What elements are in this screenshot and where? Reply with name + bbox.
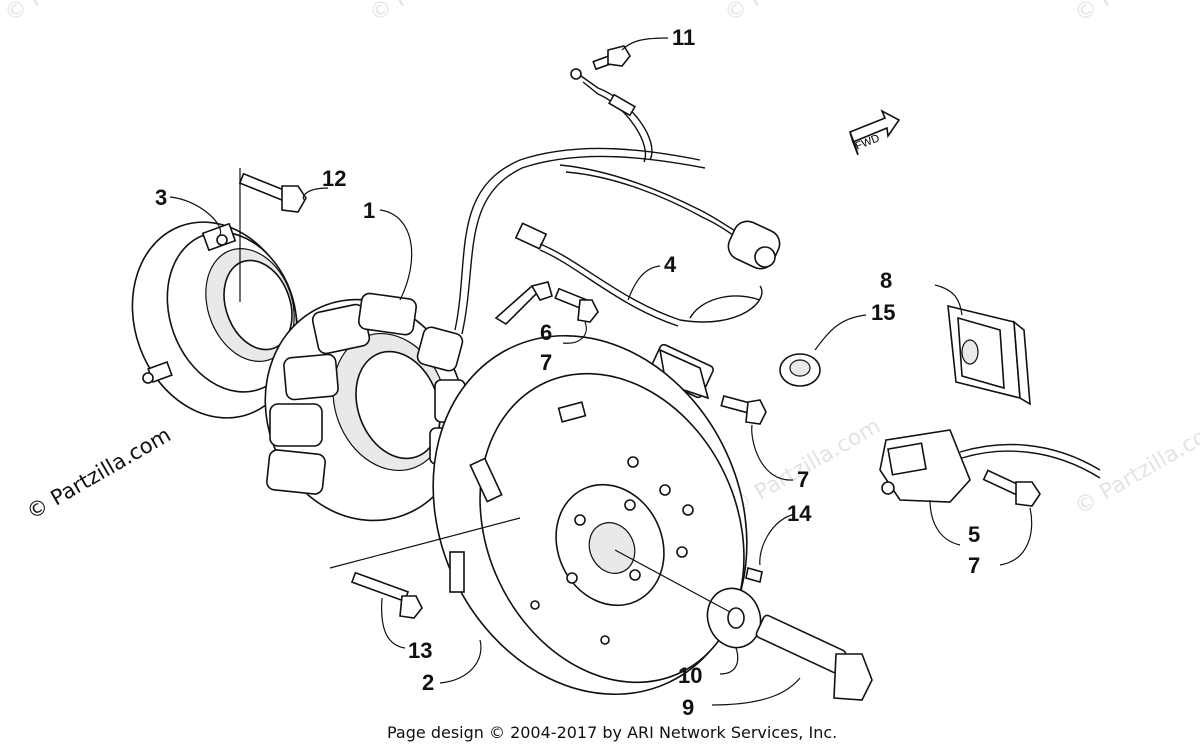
leader-lines bbox=[169, 37, 1033, 706]
callout-11: 11 bbox=[672, 25, 695, 50]
watermark-text: © Partzilla.com bbox=[1071, 414, 1200, 521]
callout-numbers: 3 1 12 11 4 6 7 7 8 15 5 7 14 10 9 13 2 bbox=[155, 25, 980, 720]
part-7-bolt-a bbox=[554, 287, 599, 323]
callout-9: 9 bbox=[682, 695, 694, 720]
callout-10: 10 bbox=[678, 663, 702, 688]
callout-1: 1 bbox=[363, 198, 375, 223]
callout-14: 14 bbox=[787, 501, 812, 526]
footer-credit: Page design © 2004-2017 by ARI Network S… bbox=[387, 723, 837, 742]
partzilla-watermark: © Partzilla.com bbox=[23, 423, 175, 525]
part-2-flywheel bbox=[432, 334, 748, 696]
part-11-bolt bbox=[592, 45, 631, 71]
callout-7b: 7 bbox=[797, 467, 809, 492]
part-8-regulator bbox=[947, 304, 1031, 406]
callout-6: 6 bbox=[540, 320, 552, 345]
callout-4: 4 bbox=[664, 252, 677, 277]
part-10-washer bbox=[706, 587, 762, 649]
watermark-text: © Partzilla.com bbox=[1071, 0, 1200, 27]
forward-direction-arrow: FWD bbox=[849, 109, 901, 156]
callout-15: 15 bbox=[871, 300, 895, 325]
callout-2: 2 bbox=[422, 670, 434, 695]
part-1-stator bbox=[264, 292, 466, 522]
watermark-text: © Partzilla.com bbox=[721, 0, 881, 27]
callout-13: 13 bbox=[408, 638, 432, 663]
part-15-grommet bbox=[779, 353, 821, 387]
watermark-text: © Partzilla.com bbox=[366, 0, 526, 27]
part-14-key bbox=[745, 566, 763, 584]
part-9-bolt bbox=[755, 614, 873, 701]
part-3-housing bbox=[131, 221, 299, 419]
callout-5: 5 bbox=[968, 522, 980, 547]
part-6-bracket bbox=[494, 281, 553, 326]
callout-3: 3 bbox=[155, 185, 167, 210]
stator-wire-harness bbox=[454, 147, 781, 335]
callout-7c: 7 bbox=[968, 553, 980, 578]
part-5-ignition-coil bbox=[879, 429, 1101, 503]
part-7-bolt-c bbox=[982, 469, 1041, 507]
part-12-bolt bbox=[238, 172, 307, 213]
callout-8: 8 bbox=[880, 268, 892, 293]
ground-wire bbox=[570, 68, 653, 163]
part-13-bolt bbox=[350, 571, 423, 619]
callout-7a: 7 bbox=[540, 350, 552, 375]
watermark-text: © Partzilla.com bbox=[1, 0, 161, 27]
part-7-bolt-b bbox=[720, 395, 767, 425]
callout-12: 12 bbox=[322, 166, 346, 191]
